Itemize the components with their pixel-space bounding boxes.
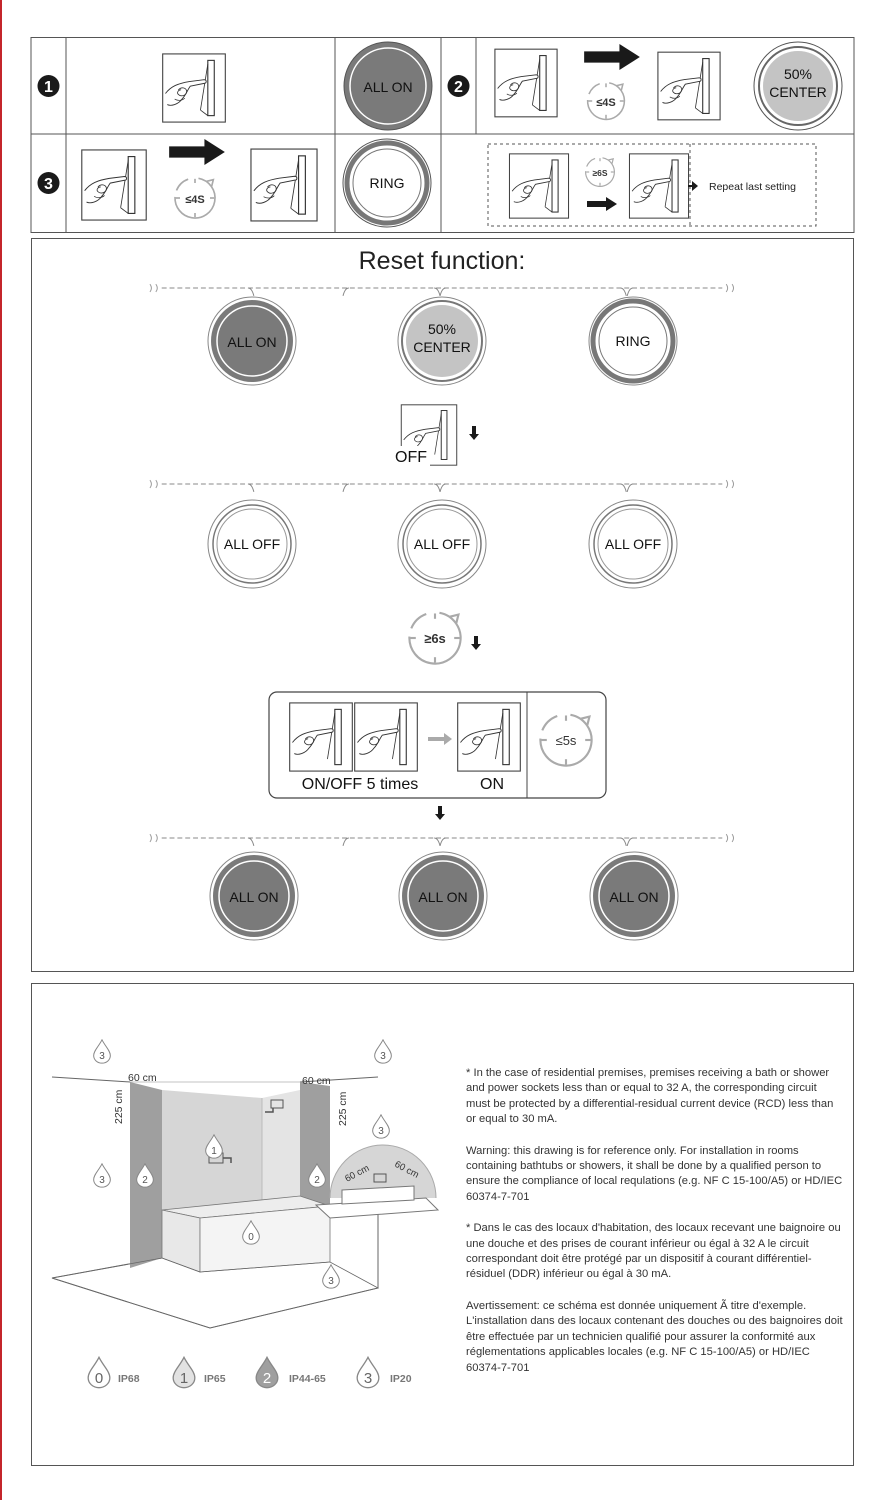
svg-text:ALL ON: ALL ON: [363, 79, 412, 95]
reset-function-panel: [31, 238, 854, 972]
all-on-button: ALL ON: [207, 296, 297, 386]
svg-text:ALL ON: ALL ON: [418, 889, 467, 905]
all-off-button-2: ALL OFF: [397, 499, 487, 589]
down-arrow-icon: [435, 806, 445, 820]
ring-button-step3: RING: [342, 138, 432, 228]
left-red-bar: [0, 0, 2, 1500]
note-warning-en: Warning: this drawing is for reference o…: [466, 1144, 843, 1203]
switch-press-icon: [354, 702, 418, 772]
connector-line: [149, 479, 735, 493]
ring-button: RING: [588, 296, 678, 386]
timer-5s-label: ≤5s: [556, 733, 577, 748]
svg-text:1: 1: [44, 79, 53, 96]
svg-text:CENTER: CENTER: [769, 84, 827, 100]
step-1-number: 1: [37, 75, 60, 97]
step-2-number: 2: [447, 75, 470, 97]
switch-press-icon: [289, 702, 353, 772]
svg-text:ALL OFF: ALL OFF: [414, 536, 470, 552]
all-on-button-r2: ALL ON: [398, 851, 488, 941]
svg-text:ALL OFF: ALL OFF: [224, 536, 280, 552]
svg-text:ALL ON: ALL ON: [609, 889, 658, 905]
small-arrow-icon: [692, 181, 698, 191]
note-warning-fr: Avertissement: ce schéma est donnée uniq…: [466, 1299, 843, 1374]
svg-text:ALL OFF: ALL OFF: [605, 536, 661, 552]
all-on-button-r3: ALL ON: [589, 851, 679, 941]
step3-timer-label: ≤4S: [185, 194, 205, 206]
step-3-number: 3: [37, 172, 60, 194]
connector-line: [149, 833, 735, 847]
bathroom-zones-panel: [31, 983, 854, 1466]
repeat-setting-box: [487, 143, 817, 227]
svg-text:CENTER: CENTER: [413, 339, 471, 355]
note-rcd-fr: * Dans le cas des locaux d'habitation, d…: [466, 1222, 841, 1281]
svg-text:RING: RING: [370, 175, 405, 191]
onoff-5-times-label: ON/OFF 5 times: [302, 776, 418, 793]
svg-text:2: 2: [454, 79, 463, 96]
all-on-button-step1: ALL ON: [343, 41, 433, 131]
center-button: 50% CENTER: [397, 296, 487, 386]
connector-line: [149, 283, 735, 297]
step2-timer-label: ≤4S: [596, 97, 616, 109]
repeat-last-setting-label: Repeat last setting: [709, 181, 796, 193]
svg-text:50%: 50%: [784, 66, 812, 82]
svg-text:50%: 50%: [428, 321, 456, 337]
all-off-button-3: ALL OFF: [588, 499, 678, 589]
steps-table-svg: 1 2 3 ALL ON ≤4S 50% CENTER ≤4S RING: [30, 37, 855, 233]
down-arrow-icon: [469, 426, 479, 440]
repeat-timer-label: ≥6S: [592, 168, 607, 178]
all-on-button-r1: ALL ON: [209, 851, 299, 941]
gray-arrow-icon: [428, 733, 452, 745]
svg-text:RING: RING: [616, 333, 651, 349]
reset-function-title: Reset function:: [358, 247, 526, 275]
switch-on-icon: [457, 702, 521, 772]
onoff-sequence-box: [268, 691, 607, 799]
all-off-button-1: ALL OFF: [207, 499, 297, 589]
svg-text:ALL ON: ALL ON: [227, 334, 276, 350]
svg-text:ALL ON: ALL ON: [229, 889, 278, 905]
down-arrow-icon: [471, 636, 481, 650]
svg-text:3: 3: [44, 176, 53, 193]
timer-6s-label: ≥6s: [424, 631, 446, 646]
note-rcd-en: * In the case of residential premises, p…: [466, 1067, 834, 1126]
on-label: ON: [480, 776, 504, 793]
safety-notes: * In the case of residential premises, p…: [466, 1066, 844, 1392]
off-label: OFF: [395, 449, 427, 466]
center-button-step2: 50% CENTER: [753, 41, 843, 131]
